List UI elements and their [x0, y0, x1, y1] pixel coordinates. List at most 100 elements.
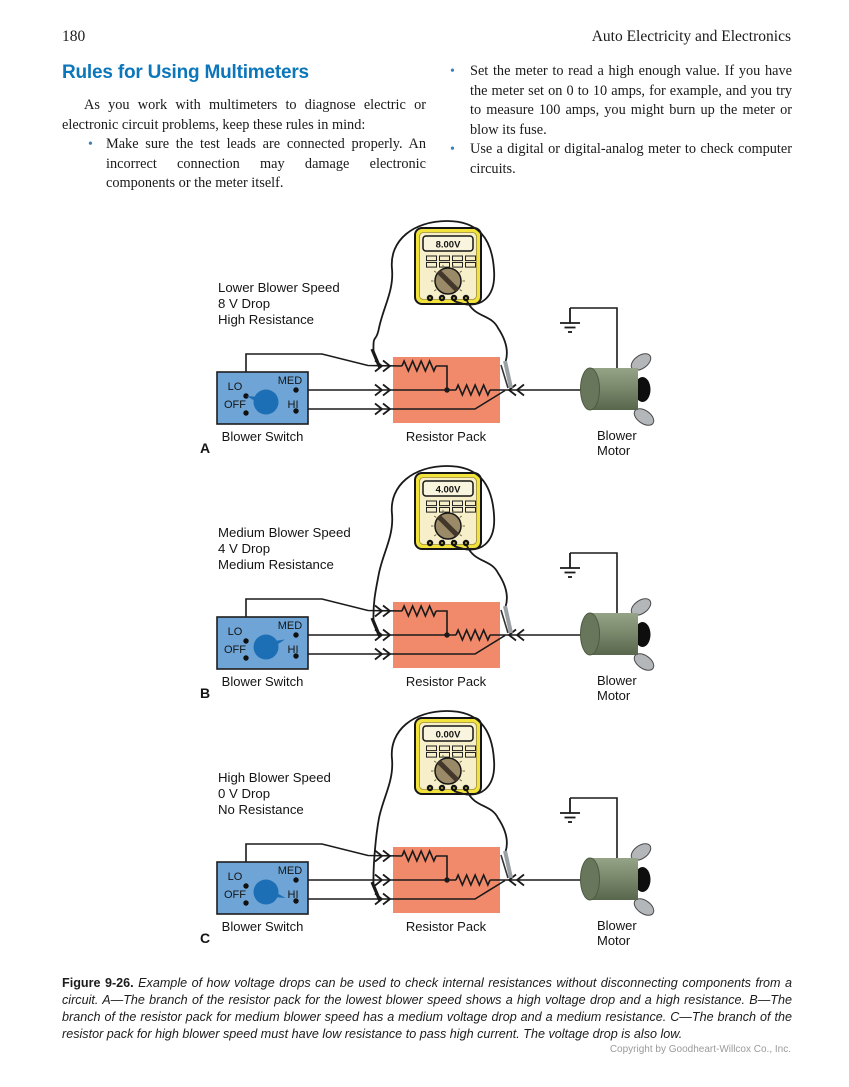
fan-blade [633, 408, 655, 426]
probe-clip [503, 360, 513, 389]
dial-slot [437, 270, 459, 292]
switch-terminal-dot [243, 655, 249, 661]
fan-blade [633, 653, 655, 671]
meter-button [439, 752, 450, 758]
bullet-text: Use a digital or digital-analog meter to… [470, 141, 792, 177]
switch-terminal-dot [293, 632, 299, 638]
probe-clip [503, 850, 513, 879]
meter-jack-dot [453, 297, 455, 299]
junction-dot [444, 387, 450, 393]
switch-label-hi: HI [288, 644, 299, 656]
wire [296, 879, 506, 900]
meter-reading: 8.00V [436, 240, 461, 251]
blower-switch-label: Blower Switch [222, 674, 304, 689]
left-column: Rules for Using Multimeters As you work … [62, 62, 426, 194]
wire [570, 307, 618, 370]
meter-button [465, 255, 476, 262]
dial-tick [442, 754, 444, 758]
dial-tick [459, 760, 463, 763]
meter-jack-dot [453, 787, 455, 789]
switch-terminal-dot [243, 900, 249, 906]
switch-terminal-dot [243, 638, 249, 644]
blower-switch-label: Blower Switch [222, 429, 304, 444]
switch-label-lo: LO [228, 381, 243, 393]
running-head: 180 Auto Electricity and Electronics [62, 28, 791, 46]
wire [245, 598, 403, 641]
connector-chevron-icon [382, 647, 392, 661]
meter-probe-lead [372, 220, 495, 352]
switch-knob [253, 634, 279, 660]
dial-tick [433, 289, 437, 292]
meter-button [439, 507, 450, 513]
meter-button [452, 745, 463, 752]
switch-terminal-dot [243, 883, 249, 889]
fan-hub [634, 622, 651, 647]
wire [245, 843, 403, 886]
fan-blade [633, 898, 655, 916]
fan-hub [634, 377, 651, 402]
switch-knob [253, 389, 279, 415]
dial-tick [459, 534, 463, 537]
connector-chevron-icon [515, 873, 525, 887]
left-bullet-list: • Make sure the test leads are connected… [62, 135, 426, 194]
resistor-pack-label: Resistor Pack [406, 429, 487, 444]
dial-tick [442, 264, 444, 268]
resistor-symbol [401, 848, 437, 864]
meter-button [439, 255, 450, 262]
wire [436, 855, 448, 880]
meter-display [422, 235, 474, 252]
resistor-symbol [455, 382, 491, 398]
junction-dot [444, 632, 450, 638]
meter-button [452, 500, 463, 507]
ground-icon [560, 308, 580, 333]
blower-motor-label: Motor [597, 933, 631, 948]
resistor-symbol [401, 603, 437, 619]
meter-display [422, 725, 474, 742]
blower-motor-label: Blower [597, 428, 637, 443]
wire [296, 634, 506, 655]
meter-probe-lead [466, 300, 508, 363]
switch-knob-pointer [272, 639, 286, 647]
blower-motor-label: Motor [597, 443, 631, 458]
connector-chevron-icon [507, 628, 517, 642]
meter-jack-dot [429, 787, 431, 789]
meter-probe-lead [372, 465, 495, 621]
connector-chevron-icon [382, 892, 392, 906]
meter-button [452, 262, 463, 268]
list-item: • Make sure the test leads are connected… [62, 135, 426, 194]
resistor-symbol [401, 358, 437, 374]
meter-button [439, 745, 450, 752]
meter-button [426, 752, 437, 758]
meter-button [465, 752, 476, 758]
switch-label-med: MED [278, 375, 303, 387]
dial-tick [433, 515, 437, 518]
switch-terminal-dot [293, 387, 299, 393]
panel-caption-line: Medium Resistance [218, 557, 334, 572]
switch-label-lo: LO [228, 626, 243, 638]
switch-label-med: MED [278, 620, 303, 632]
switch-label-lo: LO [228, 871, 243, 883]
section-heading: Rules for Using Multimeters [62, 62, 309, 83]
meter-button [426, 500, 437, 507]
page-number: 180 [62, 28, 86, 45]
meter-button [439, 262, 450, 268]
junction-dot [444, 877, 450, 883]
meter-button [465, 507, 476, 513]
dial-tick [459, 270, 463, 273]
connector-chevron-icon [374, 647, 384, 661]
panel-letter: C [200, 930, 210, 946]
meter-probe-lead [466, 545, 508, 608]
copyright-line: Copyright by Goodheart-Willcox Co., Inc. [609, 1044, 791, 1055]
dial-tick [452, 754, 454, 758]
wire [436, 365, 448, 390]
connector-chevron-icon [382, 628, 392, 642]
blower-motor-cap [580, 367, 600, 411]
meter-button [452, 255, 463, 262]
meter-probe-lead [372, 710, 495, 885]
meter-button [439, 500, 450, 507]
meter-jack-dot [453, 542, 455, 544]
panel-caption-line: High Resistance [218, 312, 314, 327]
meter-button [452, 507, 463, 513]
